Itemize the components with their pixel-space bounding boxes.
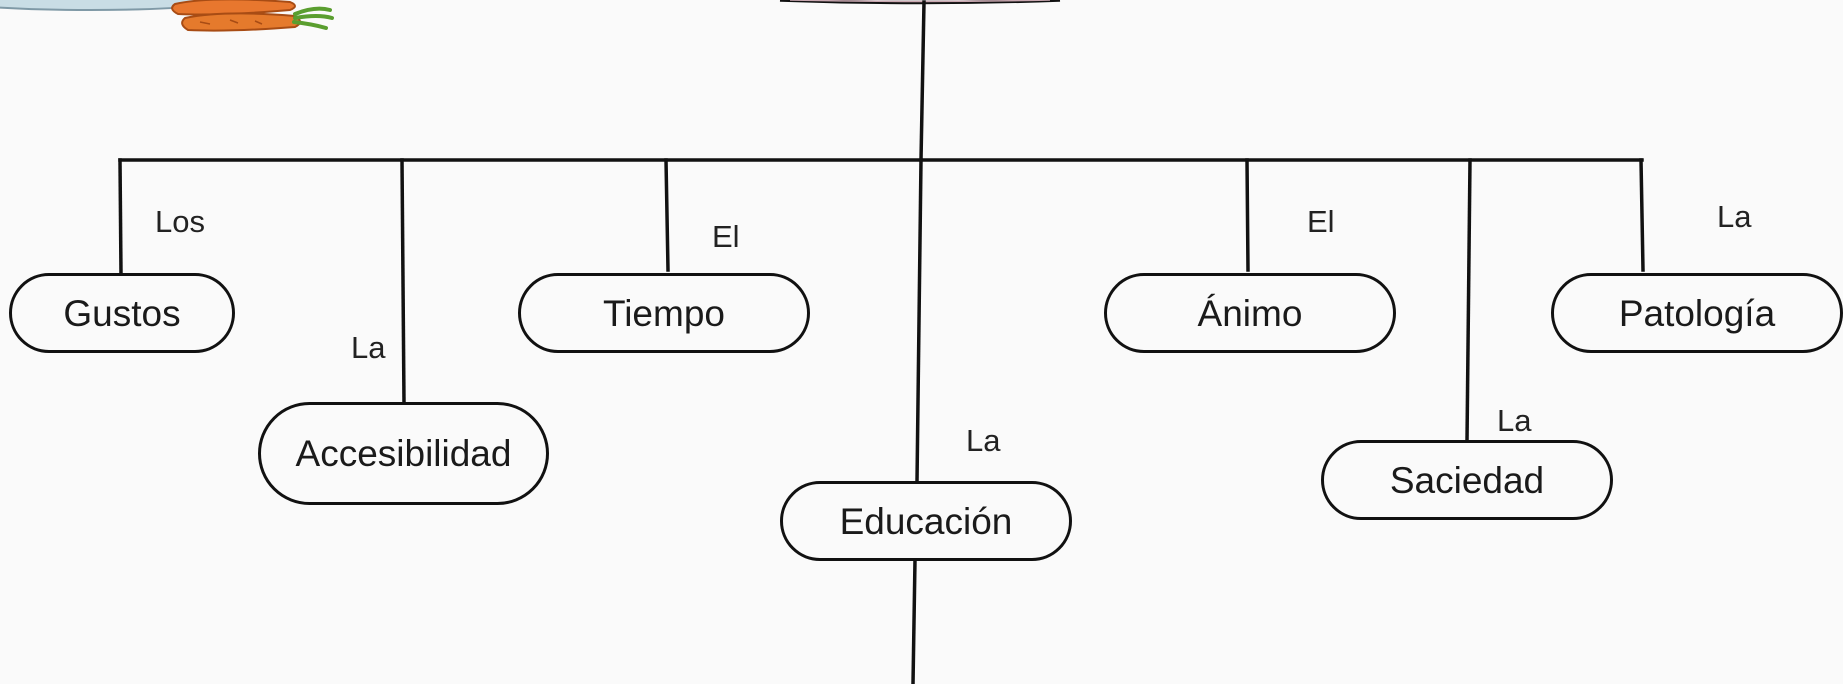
connector-animo	[1245, 158, 1250, 272]
node-label: Tiempo	[602, 292, 725, 334]
node-accesibilidad[interactable]: Accesibilidad	[258, 402, 549, 505]
connector-gustos	[118, 158, 123, 276]
top-node-edge	[779, 0, 1061, 5]
article-animo: El	[1307, 204, 1335, 239]
connector-accesibilidad	[400, 158, 406, 405]
node-patologia[interactable]: Patología	[1551, 273, 1843, 353]
article-patologia: La	[1717, 199, 1752, 234]
node-label: Ánimo	[1197, 292, 1303, 334]
connector-tiempo	[664, 158, 670, 272]
node-label: Educación	[839, 500, 1013, 542]
connector-educacion-down	[911, 558, 917, 684]
node-educacion[interactable]: Educación	[780, 481, 1072, 561]
article-gustos: Los	[155, 204, 205, 239]
connector-saciedad	[1465, 158, 1472, 443]
article-tiempo: El	[712, 219, 740, 254]
article-saciedad: La	[1497, 403, 1532, 438]
node-animo[interactable]: Ánimo	[1104, 273, 1396, 353]
node-label: Saciedad	[1389, 459, 1545, 501]
article-accesibilidad: La	[351, 330, 386, 365]
trunk-line	[919, 0, 926, 162]
article-educacion: La	[966, 423, 1001, 458]
node-label: Gustos	[63, 292, 181, 334]
header-decoration	[0, 0, 1061, 32]
connector-educacion	[915, 158, 923, 484]
carrot-icon	[171, 0, 334, 32]
node-label: Patología	[1618, 292, 1776, 334]
node-tiempo[interactable]: Tiempo	[518, 273, 810, 353]
node-saciedad[interactable]: Saciedad	[1321, 440, 1613, 520]
connector-patologia	[1639, 158, 1645, 272]
node-gustos[interactable]: Gustos	[9, 273, 235, 353]
node-label: Accesibilidad	[295, 433, 512, 474]
